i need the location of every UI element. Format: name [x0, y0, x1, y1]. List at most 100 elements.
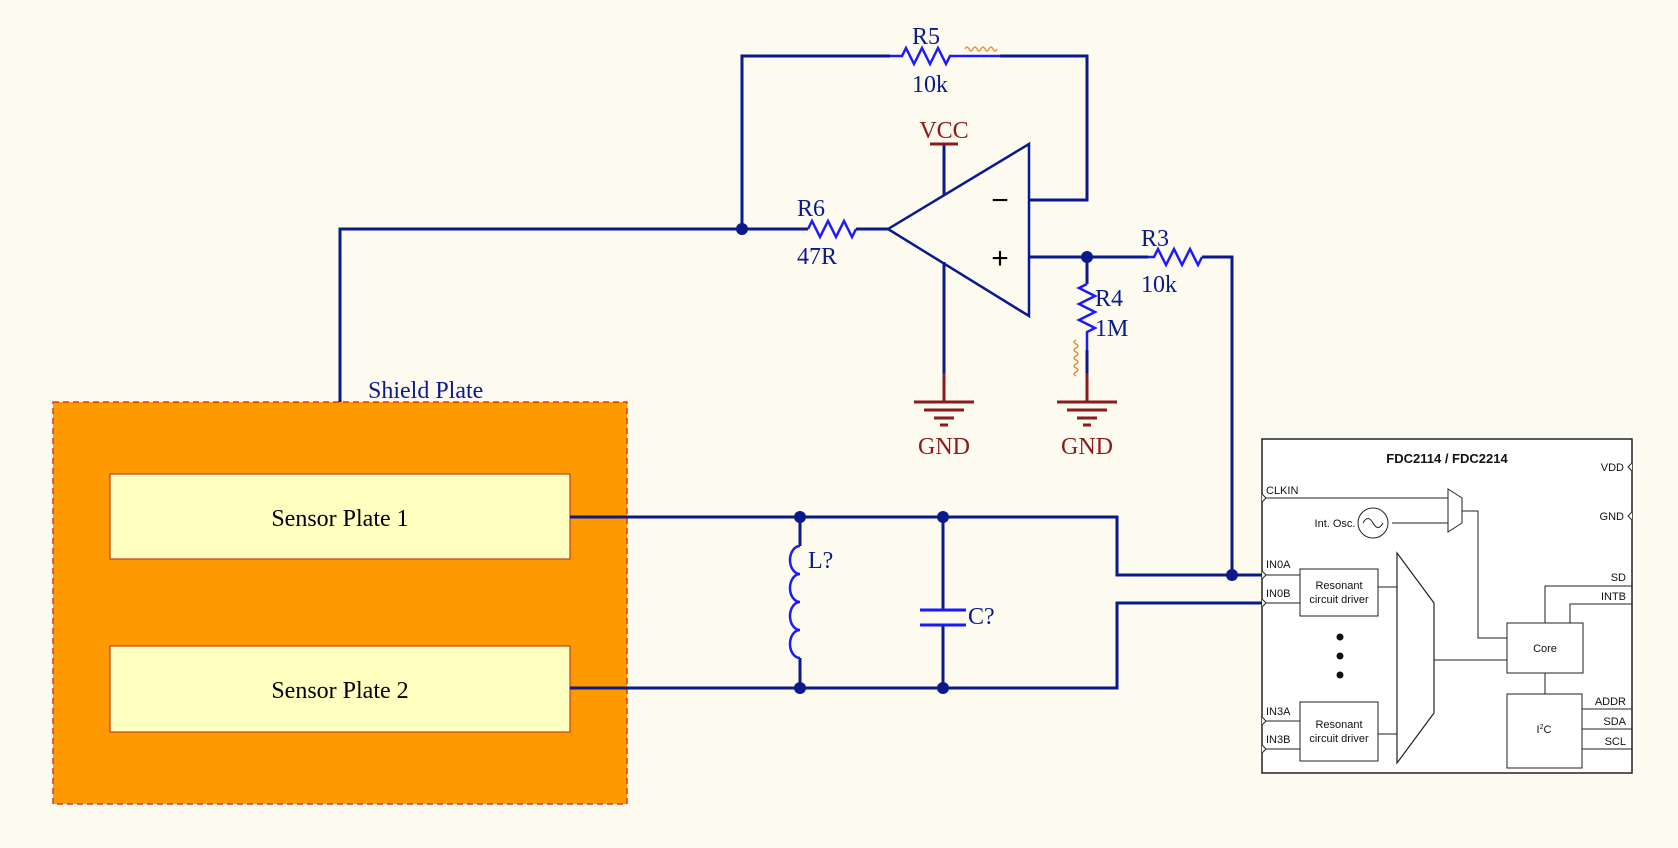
opamp: − +	[885, 141, 1031, 319]
input-mux	[1396, 551, 1435, 765]
sensor-plate-1: Sensor Plate 1	[109, 473, 571, 560]
i2c-box	[1506, 693, 1583, 769]
pin-addr: ADDR	[1595, 696, 1626, 708]
capacitor-label: C?	[968, 604, 995, 630]
wire-feedback-right	[1000, 54, 1089, 202]
dot-icon	[1336, 652, 1344, 660]
r5-value: 10k	[912, 72, 948, 98]
pin-stub	[1261, 493, 1267, 503]
r5-squiggle	[964, 46, 998, 52]
chip-title: FDC2114 / FDC2214	[1386, 451, 1508, 466]
resistor-r4-symbol	[1076, 282, 1098, 350]
resistor-r3: R3 10k	[1141, 226, 1204, 298]
sensor-plate-2-label: Sensor Plate 2	[271, 678, 408, 704]
pin-in0a: IN0A	[1266, 559, 1291, 571]
osc-label: Int. Osc.	[1315, 518, 1356, 530]
core-block: Core	[1506, 622, 1584, 674]
driver-bottom-line1: Resonant	[1315, 719, 1362, 731]
r4-squiggle	[1073, 339, 1079, 377]
gnd-symbol-left: GND	[914, 373, 974, 460]
pin-gnd: GND	[1600, 511, 1625, 523]
wire-feedback-left	[740, 54, 890, 229]
resistor-r4: R4 1M	[1073, 282, 1128, 377]
driver-top-line1: Resonant	[1315, 580, 1362, 592]
inductor-label: L?	[808, 548, 833, 574]
resonant-driver-bottom: Resonant circuit driver	[1299, 701, 1379, 762]
vcc-label: VCC	[919, 118, 968, 144]
chip-left-pins: CLKIN IN0A IN0B IN3A IN3B	[1266, 485, 1298, 746]
ellipsis-dots	[1336, 633, 1344, 679]
inductor-l: L?	[788, 544, 833, 660]
driver-bottom-box	[1299, 701, 1379, 762]
sensor-plate-1-label: Sensor Plate 1	[271, 506, 408, 532]
pin-vdd: VDD	[1601, 462, 1624, 474]
i2c-label: I2C	[1537, 724, 1552, 736]
pin-stub	[1261, 598, 1267, 608]
wire-plate2-to-in0b	[570, 601, 1262, 690]
sensor-plate-2: Sensor Plate 2	[109, 645, 571, 733]
r5-ref: R5	[912, 24, 940, 50]
fdc-chip: FDC2114 / FDC2214	[1261, 438, 1633, 774]
driver-bottom-line2: circuit driver	[1309, 733, 1369, 745]
i2c-block: I2C	[1506, 693, 1583, 769]
sensor-plate-2-body	[109, 645, 571, 733]
r6-ref: R6	[797, 196, 825, 222]
vcc-symbol: VCC	[919, 118, 969, 146]
core-to-sd	[1544, 585, 1632, 623]
resistor-r3-symbol	[1148, 246, 1204, 268]
junction-dot	[794, 682, 806, 694]
junction-dot	[794, 511, 806, 523]
core-box	[1506, 622, 1584, 674]
i2c-tail: C	[1544, 724, 1552, 736]
resistor-r6: R6 47R	[797, 196, 858, 270]
resistor-r6-symbol	[806, 218, 858, 240]
shield-plate-label: Shield Plate	[368, 378, 483, 404]
junction-dot	[1081, 251, 1093, 263]
wires	[338, 54, 1262, 690]
pin-scl: SCL	[1605, 736, 1626, 748]
dot-icon	[1336, 633, 1344, 641]
gnd-right-label: GND	[1061, 434, 1113, 460]
chip-internal-lines	[1262, 497, 1632, 750]
i2c-main: I	[1537, 724, 1540, 736]
driver-top-line2: circuit driver	[1309, 594, 1369, 606]
junctions	[736, 223, 1238, 694]
pin-stub	[1627, 511, 1633, 521]
resistor-r5: R5 10k	[890, 24, 1000, 98]
i2c-sup: 2	[1540, 724, 1544, 731]
r3-value: 10k	[1141, 272, 1177, 298]
wire-r3-to-in0a	[1202, 255, 1234, 575]
clock-to-core	[1462, 510, 1507, 639]
resistor-r5-symbol	[890, 45, 1000, 67]
pin-sd: SD	[1611, 572, 1626, 584]
pin-stub	[1627, 462, 1633, 472]
pin-stub	[1261, 744, 1267, 754]
pin-sda: SDA	[1603, 716, 1626, 728]
pin-in3a: IN3A	[1266, 706, 1291, 718]
inductor-coil	[788, 544, 801, 660]
shield-plate-body	[52, 401, 628, 805]
gnd-left-label: GND	[918, 434, 970, 460]
opamp-plus-sign: +	[991, 242, 1009, 275]
pin-clkin: CLKIN	[1266, 485, 1298, 497]
wire-shield-to-node	[338, 227, 742, 402]
chip-right-pins: VDD GND SD INTB ADDR SDA SCL	[1595, 462, 1627, 748]
oscillator: Int. Osc.	[1315, 507, 1389, 539]
junction-dot	[937, 682, 949, 694]
pin-in3b: IN3B	[1266, 734, 1290, 746]
r4-value: 1M	[1095, 316, 1128, 342]
gnd-symbol-right: GND	[1057, 373, 1117, 460]
clock-mux	[1447, 488, 1463, 533]
r4-ref: R4	[1095, 286, 1123, 312]
dot-icon	[1336, 671, 1344, 679]
pin-intb: INTB	[1601, 591, 1626, 603]
junction-dot	[937, 511, 949, 523]
capacitor-c: C?	[920, 604, 995, 630]
pin-stub	[1261, 570, 1267, 580]
shield-plate: Shield Plate	[52, 378, 628, 805]
core-label: Core	[1533, 643, 1557, 655]
resonant-driver-top: Resonant circuit driver	[1299, 568, 1379, 617]
pin-in0b: IN0B	[1266, 588, 1290, 600]
wire-plate1-to-in0a	[570, 515, 1262, 577]
